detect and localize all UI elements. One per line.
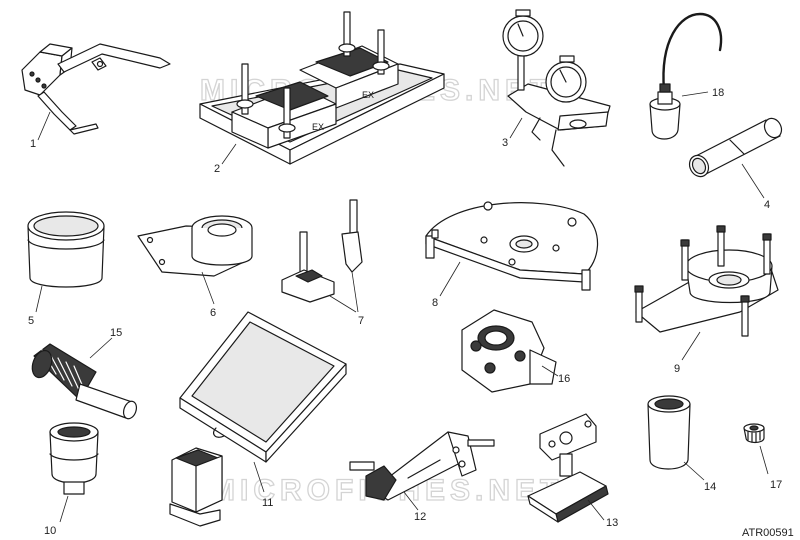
label-13: 13 (606, 517, 618, 529)
label-6: 6 (210, 307, 216, 319)
label-7: 7 (358, 315, 364, 327)
part-2-cam-timing-tray: EX EX (199, 11, 445, 165)
label-4: 4 (764, 199, 770, 211)
part-7-pin-tools (281, 199, 363, 303)
part-11-flat-plate-and-gauge (169, 311, 347, 527)
label-14: 14 (704, 481, 716, 493)
part-5-sleeve (27, 211, 105, 288)
label-15: 15 (110, 327, 122, 339)
svg-text:EX: EX (312, 122, 324, 132)
part-9-holding-fixture (634, 225, 779, 337)
svg-text:EX: EX (362, 90, 374, 100)
part-12-indicator-holder (349, 431, 495, 501)
part-1-clamp-tool (21, 43, 171, 135)
label-16: 16 (558, 373, 570, 385)
label-17: 17 (770, 479, 782, 491)
label-3: 3 (502, 137, 508, 149)
part-4-socket-tool (688, 117, 783, 178)
label-12: 12 (414, 511, 426, 523)
label-18: 18 (712, 87, 724, 99)
label-2: 2 (214, 163, 220, 175)
diagram-code: ATR00591 (742, 527, 794, 539)
part-15-threaded-puller (31, 343, 138, 420)
label-9: 9 (674, 363, 680, 375)
part-6-support-bracket (137, 215, 253, 277)
label-11: 11 (262, 497, 273, 509)
part-14-cylinder-sleeve (647, 395, 691, 470)
label-10: 10 (44, 525, 56, 537)
part-17-knurled-nut (743, 423, 765, 444)
part-8-mounting-plate (425, 201, 599, 291)
label-1: 1 (30, 138, 36, 150)
part-16-hex-bushing (461, 309, 557, 393)
part-18-vacuum-bottle (649, 12, 723, 140)
part-10-socket-cup (49, 422, 99, 495)
part-13-gauge-stand (527, 413, 609, 523)
label-8: 8 (432, 297, 438, 309)
label-5: 5 (28, 315, 34, 327)
part-3-dial-gauge-tool (502, 9, 611, 167)
